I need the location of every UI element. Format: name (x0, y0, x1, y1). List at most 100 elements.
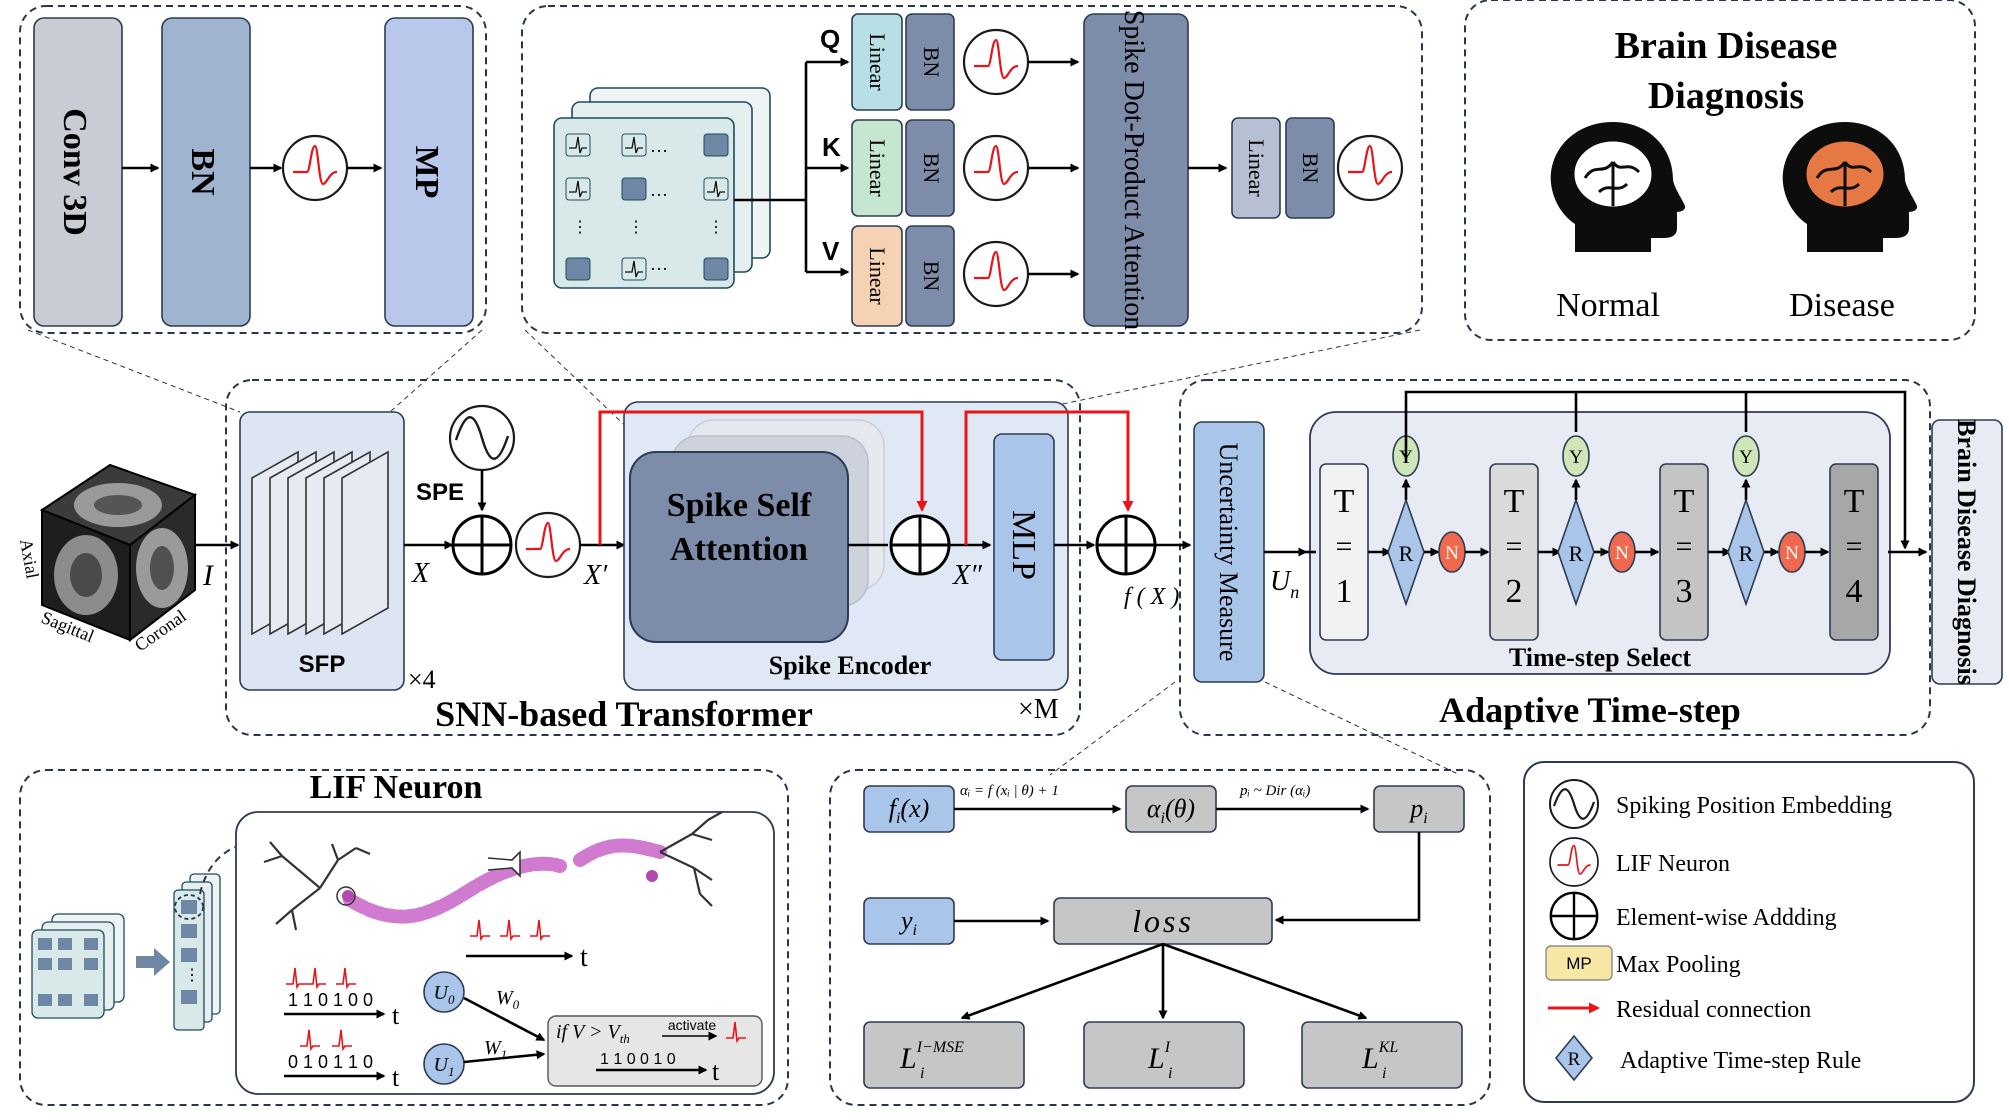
time-step-t: T (1844, 483, 1865, 520)
spike-self-attention-box (629, 451, 849, 643)
grid-cell (565, 177, 591, 201)
mp-label: MP (408, 146, 445, 199)
loss-panel (829, 769, 1491, 1106)
activate-label: activate (668, 1017, 716, 1033)
no-label: N (1785, 543, 1799, 564)
out-bn-box (1285, 117, 1335, 219)
fi-label: fi(x) (889, 794, 930, 827)
time-step-t: T (1504, 483, 1525, 520)
transformer-panel (225, 379, 1081, 736)
train-1-t: t (392, 1001, 400, 1030)
diagnosis-title-2: Diagnosis (1648, 75, 1804, 117)
bn-k-label: BN (919, 153, 944, 184)
uncertainty-label: Uncertainty Measure (1214, 443, 1243, 662)
bn-q-label: BN (919, 47, 944, 78)
conv-block-panel (19, 5, 487, 334)
lif-1-icon (514, 511, 582, 579)
out-bn-label: BN (1298, 153, 1323, 184)
adaptive-panel (1179, 379, 1931, 736)
grid-cell (703, 133, 729, 157)
loss-label: loss (1132, 903, 1194, 939)
time-step-n: 4 (1846, 573, 1863, 610)
spike-encoder-label: Spike Encoder (769, 651, 932, 680)
rule-diamond-1 (1387, 497, 1425, 607)
l-imse-label: LI−MSE (899, 1039, 964, 1075)
legend-panel (1523, 761, 1975, 1103)
x-label: X (411, 558, 430, 589)
bn-k-box (905, 119, 955, 217)
no-label: N (1615, 543, 1629, 564)
l-i-sub: i (1168, 1065, 1172, 1082)
disease-head-icon (1782, 122, 1918, 252)
mri-cube-icon (39, 463, 198, 643)
add-3-icon (1095, 514, 1157, 576)
linear-v-box (851, 225, 903, 327)
grid-spike (569, 136, 587, 154)
linear-k-box (851, 119, 903, 217)
yes-node-2 (1562, 435, 1590, 477)
diagnosis-title-1: Brain Disease (1615, 25, 1838, 67)
x-double-prime-label: X″ (952, 560, 982, 591)
disease-label: Disease (1789, 287, 1895, 324)
no-label: N (1445, 543, 1459, 564)
add-1-icon (451, 514, 513, 576)
legend-plus-icon (1549, 891, 1599, 941)
lif-column-dots: ⋮ (184, 967, 200, 984)
bn-label: BN (184, 148, 221, 196)
rule-r-label: R (1569, 541, 1584, 566)
time-step-eq: = (1676, 530, 1693, 563)
adaptive-title: Adaptive Time-step (1439, 690, 1741, 730)
w1-label: W1 (484, 1037, 507, 1062)
axial-label: Axial (16, 537, 43, 580)
out-lif-icon (1336, 134, 1404, 202)
l-i-label: LI (1147, 1039, 1171, 1075)
diagnosis-output-label: Brain Disease Diagnosis (1952, 419, 1981, 685)
time-step-eq: = (1846, 530, 1863, 563)
bn-q-box (905, 13, 955, 111)
legend-label-4: Residual connection (1616, 997, 1811, 1023)
train-2-t: t (392, 1063, 400, 1092)
ssa-label-2: Attention (670, 531, 808, 568)
transformer-title: SNN-based Transformer (435, 694, 813, 734)
time-step-box-4 (1829, 463, 1879, 641)
u0-label: U0 (434, 982, 455, 1007)
pi-label: pi (1408, 794, 1427, 827)
lif-spike-icon (281, 134, 349, 202)
eq2-label: pᵢ ~ Dir (αᵢ) (1239, 783, 1310, 799)
w0-label: W0 (496, 987, 520, 1012)
alpha-label: αi(θ) (1147, 794, 1195, 827)
l-i-box (1083, 1021, 1245, 1089)
yi-label: yi (898, 906, 917, 939)
grid-dots: … (650, 254, 668, 274)
eq1-label: αᵢ = f (xᵢ | θ) + 1 (960, 783, 1059, 799)
diagnosis-panel (1464, 0, 1976, 341)
legend-label-2: Element-wise Addding (1616, 905, 1837, 931)
lif-v-icon (962, 240, 1030, 308)
lif-feature-maps (31, 913, 125, 1019)
spe-label: SPE (416, 479, 464, 506)
legend-mp-icon (1545, 945, 1613, 981)
legend-label-5: Adaptive Time-step Rule (1620, 1048, 1861, 1074)
attention-block-panel (521, 5, 1423, 334)
u1-label: U1 (434, 1054, 455, 1079)
legend-label-3: Max Pooling (1616, 952, 1741, 978)
grid-spike (569, 180, 587, 198)
linear-q-label: Linear (865, 33, 890, 91)
l-kl-sub: i (1382, 1065, 1386, 1082)
spe-sine-icon (448, 404, 516, 472)
time-step-n: 2 (1506, 573, 1523, 610)
grid-cell (621, 133, 647, 157)
ssa-label-1: Spike Self (667, 487, 812, 524)
spike-dot-product-label: Spike Dot-Product Attention (1118, 10, 1149, 330)
l-imse-box (863, 1021, 1025, 1089)
feature-grid: ………⋮⋮⋮ (565, 133, 729, 281)
mlp-label: MLP (1005, 510, 1042, 580)
k-label: K (822, 132, 841, 162)
time-step-n: 1 (1336, 573, 1353, 610)
conv3d-label: Conv 3D (56, 108, 93, 236)
grid-dots: … (650, 136, 668, 156)
bn-v-box (905, 225, 955, 327)
train-3-t: t (712, 1057, 720, 1086)
lif-column-stack (173, 873, 221, 1031)
legend-diamond-tag: R (1568, 1049, 1581, 1070)
